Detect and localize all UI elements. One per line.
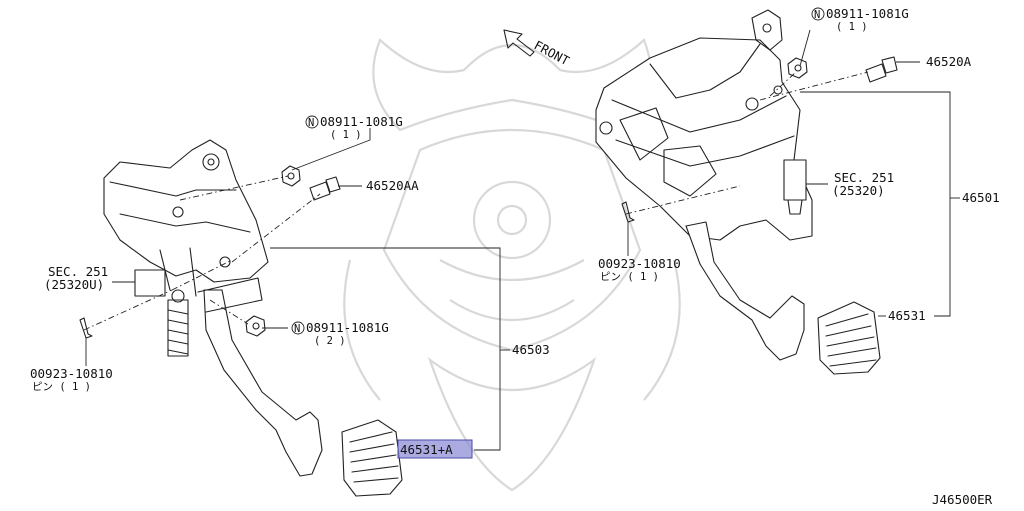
callout-left-nut-bottom-code[interactable]: 08911-1081G xyxy=(306,320,389,335)
callout-right-pad[interactable]: 46531 xyxy=(888,308,926,323)
callout-left-pin-code[interactable]: 00923-10810 xyxy=(30,366,113,381)
callout-left-nut-bottom-qty: ( 2 ) xyxy=(314,335,346,347)
callout-right-nut-code[interactable]: 08911-1081G xyxy=(826,6,909,21)
nut-symbol-text-2: N xyxy=(308,117,314,129)
right-switch-sensor xyxy=(783,159,807,215)
right-pedal-assembly xyxy=(595,9,898,361)
callout-right-pin-qty: ピン ( 1 ) xyxy=(600,271,659,283)
callout-left-pad-highlighted[interactable]: 46531+A xyxy=(400,442,453,457)
diagram-code: J46500ER xyxy=(932,492,993,507)
nut-symbol-text: N xyxy=(814,9,820,21)
callout-left-nut-top-code[interactable]: 08911-1081G xyxy=(320,114,403,129)
nut-symbol-icon-3: N xyxy=(291,321,305,335)
right-pedal-pad xyxy=(817,301,881,375)
right-top-nut-icon xyxy=(787,57,808,79)
callout-left-sensor-ref: (25320U) xyxy=(44,277,104,292)
left-bottom-nut-icon xyxy=(245,315,266,337)
selected-part-highlight[interactable] xyxy=(397,439,473,459)
right-bolt-icon xyxy=(865,56,898,83)
left-pedal-assembly xyxy=(79,139,341,477)
callout-right-pin-code[interactable]: 00923-10810 xyxy=(598,256,681,271)
callout-left-assembly[interactable]: 46503 xyxy=(512,342,550,357)
left-pedal-pad xyxy=(341,419,403,497)
left-top-nut-icon xyxy=(281,165,301,187)
callout-left-bolt[interactable]: 46520AA xyxy=(366,178,419,193)
callout-right-assembly[interactable]: 46501 xyxy=(962,190,1000,205)
callout-left-pin-qty: ピン ( 1 ) xyxy=(32,381,91,393)
left-switch-sensor xyxy=(134,269,166,297)
callout-right-sensor-sec[interactable]: SEC. 251 xyxy=(834,170,894,185)
callout-right-bolt[interactable]: 46520A xyxy=(926,54,972,69)
callout-right-nut-qty: ( 1 ) xyxy=(836,21,868,33)
front-arrow-icon xyxy=(503,29,535,57)
callout-left-sensor-sec[interactable]: SEC. 251 xyxy=(48,264,108,279)
left-bolt-icon xyxy=(309,176,341,201)
nut-symbol-icon-2: N xyxy=(305,115,319,129)
left-pin-icon xyxy=(79,317,93,339)
callout-left-nut-top-qty: ( 1 ) xyxy=(330,129,362,141)
front-label: FRONT xyxy=(532,37,573,68)
return-spring xyxy=(167,289,189,357)
right-pin-icon xyxy=(621,201,635,223)
nut-symbol-icon: N xyxy=(811,7,825,21)
callout-right-sensor-ref: (25320) xyxy=(832,183,885,198)
leader-lines xyxy=(85,29,960,451)
nut-symbol-text-3: N xyxy=(294,323,300,335)
